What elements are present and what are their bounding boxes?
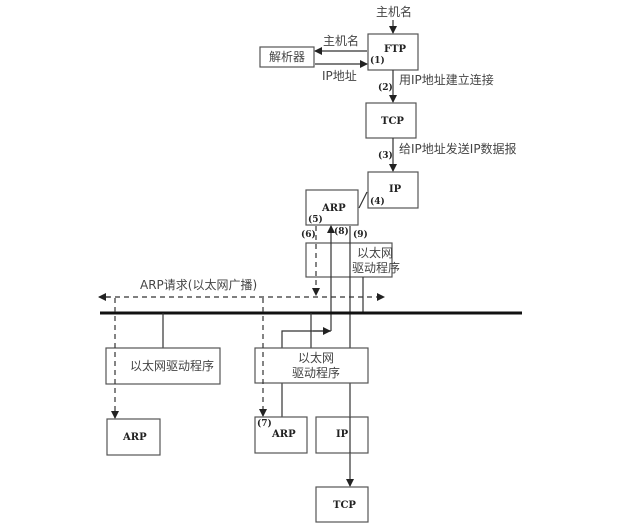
arp-top-box <box>305 189 359 226</box>
tcp-top-box <box>365 102 417 139</box>
ip-bottom-box <box>315 416 369 454</box>
arp-mid-box <box>254 416 308 454</box>
eth-driver-mid-line2: 驱动程序 <box>292 365 340 380</box>
step-9-label: (9) <box>353 229 368 240</box>
step-3-label: (3) <box>378 150 393 161</box>
ip-top-label: IP <box>389 184 402 195</box>
ip-address-label: IP地址 <box>322 69 357 83</box>
ip-top-box <box>367 171 419 209</box>
eth-driver-top-line2: 驱动程序 <box>352 260 400 275</box>
step-6-label: (6) <box>301 229 316 240</box>
arp-left-label: ARP <box>122 432 147 443</box>
eth-driver-top-line1: 以太网 <box>357 245 393 260</box>
ip-bottom-label: IP <box>336 429 349 440</box>
eth-driver-left-label: 以太网驱动程序 <box>130 358 214 373</box>
step-4-label: (4) <box>370 196 385 207</box>
broadcast-label: ARP请求(以太网广播) <box>140 277 257 292</box>
eth-driver-mid-box <box>254 347 369 384</box>
tcp-bottom-label: TCP <box>333 500 356 511</box>
step-3-text: 给IP地址发送IP数据报 <box>399 141 517 156</box>
step-1-label: (1) <box>370 55 385 66</box>
arp-top-label: ARP <box>321 203 346 214</box>
tcp-bottom-box <box>315 486 369 523</box>
ftp-label: FTP <box>384 44 407 55</box>
host-name-input-label: 主机名 <box>376 4 412 19</box>
arp-left-box <box>106 418 161 456</box>
resolver-label: 解析器 <box>269 50 305 64</box>
eth-driver-mid-line1: 以太网 <box>298 350 334 365</box>
hostname-to-resolver-label: 主机名 <box>323 33 359 48</box>
resolver-box <box>259 46 315 68</box>
eth-driver-top-box <box>305 242 393 278</box>
tcp-top-label: TCP <box>381 116 404 127</box>
step-2-text: 用IP地址建立连接 <box>399 72 494 87</box>
step-5-label: (5) <box>308 214 323 225</box>
step-2-label: (2) <box>378 82 393 93</box>
step-7-label: (7) <box>257 418 272 429</box>
eth-driver-left-box <box>105 347 221 385</box>
step-8-label: (8) <box>334 226 349 237</box>
ip-arp-link <box>358 191 368 209</box>
arp-mid-label: ARP <box>271 429 296 440</box>
